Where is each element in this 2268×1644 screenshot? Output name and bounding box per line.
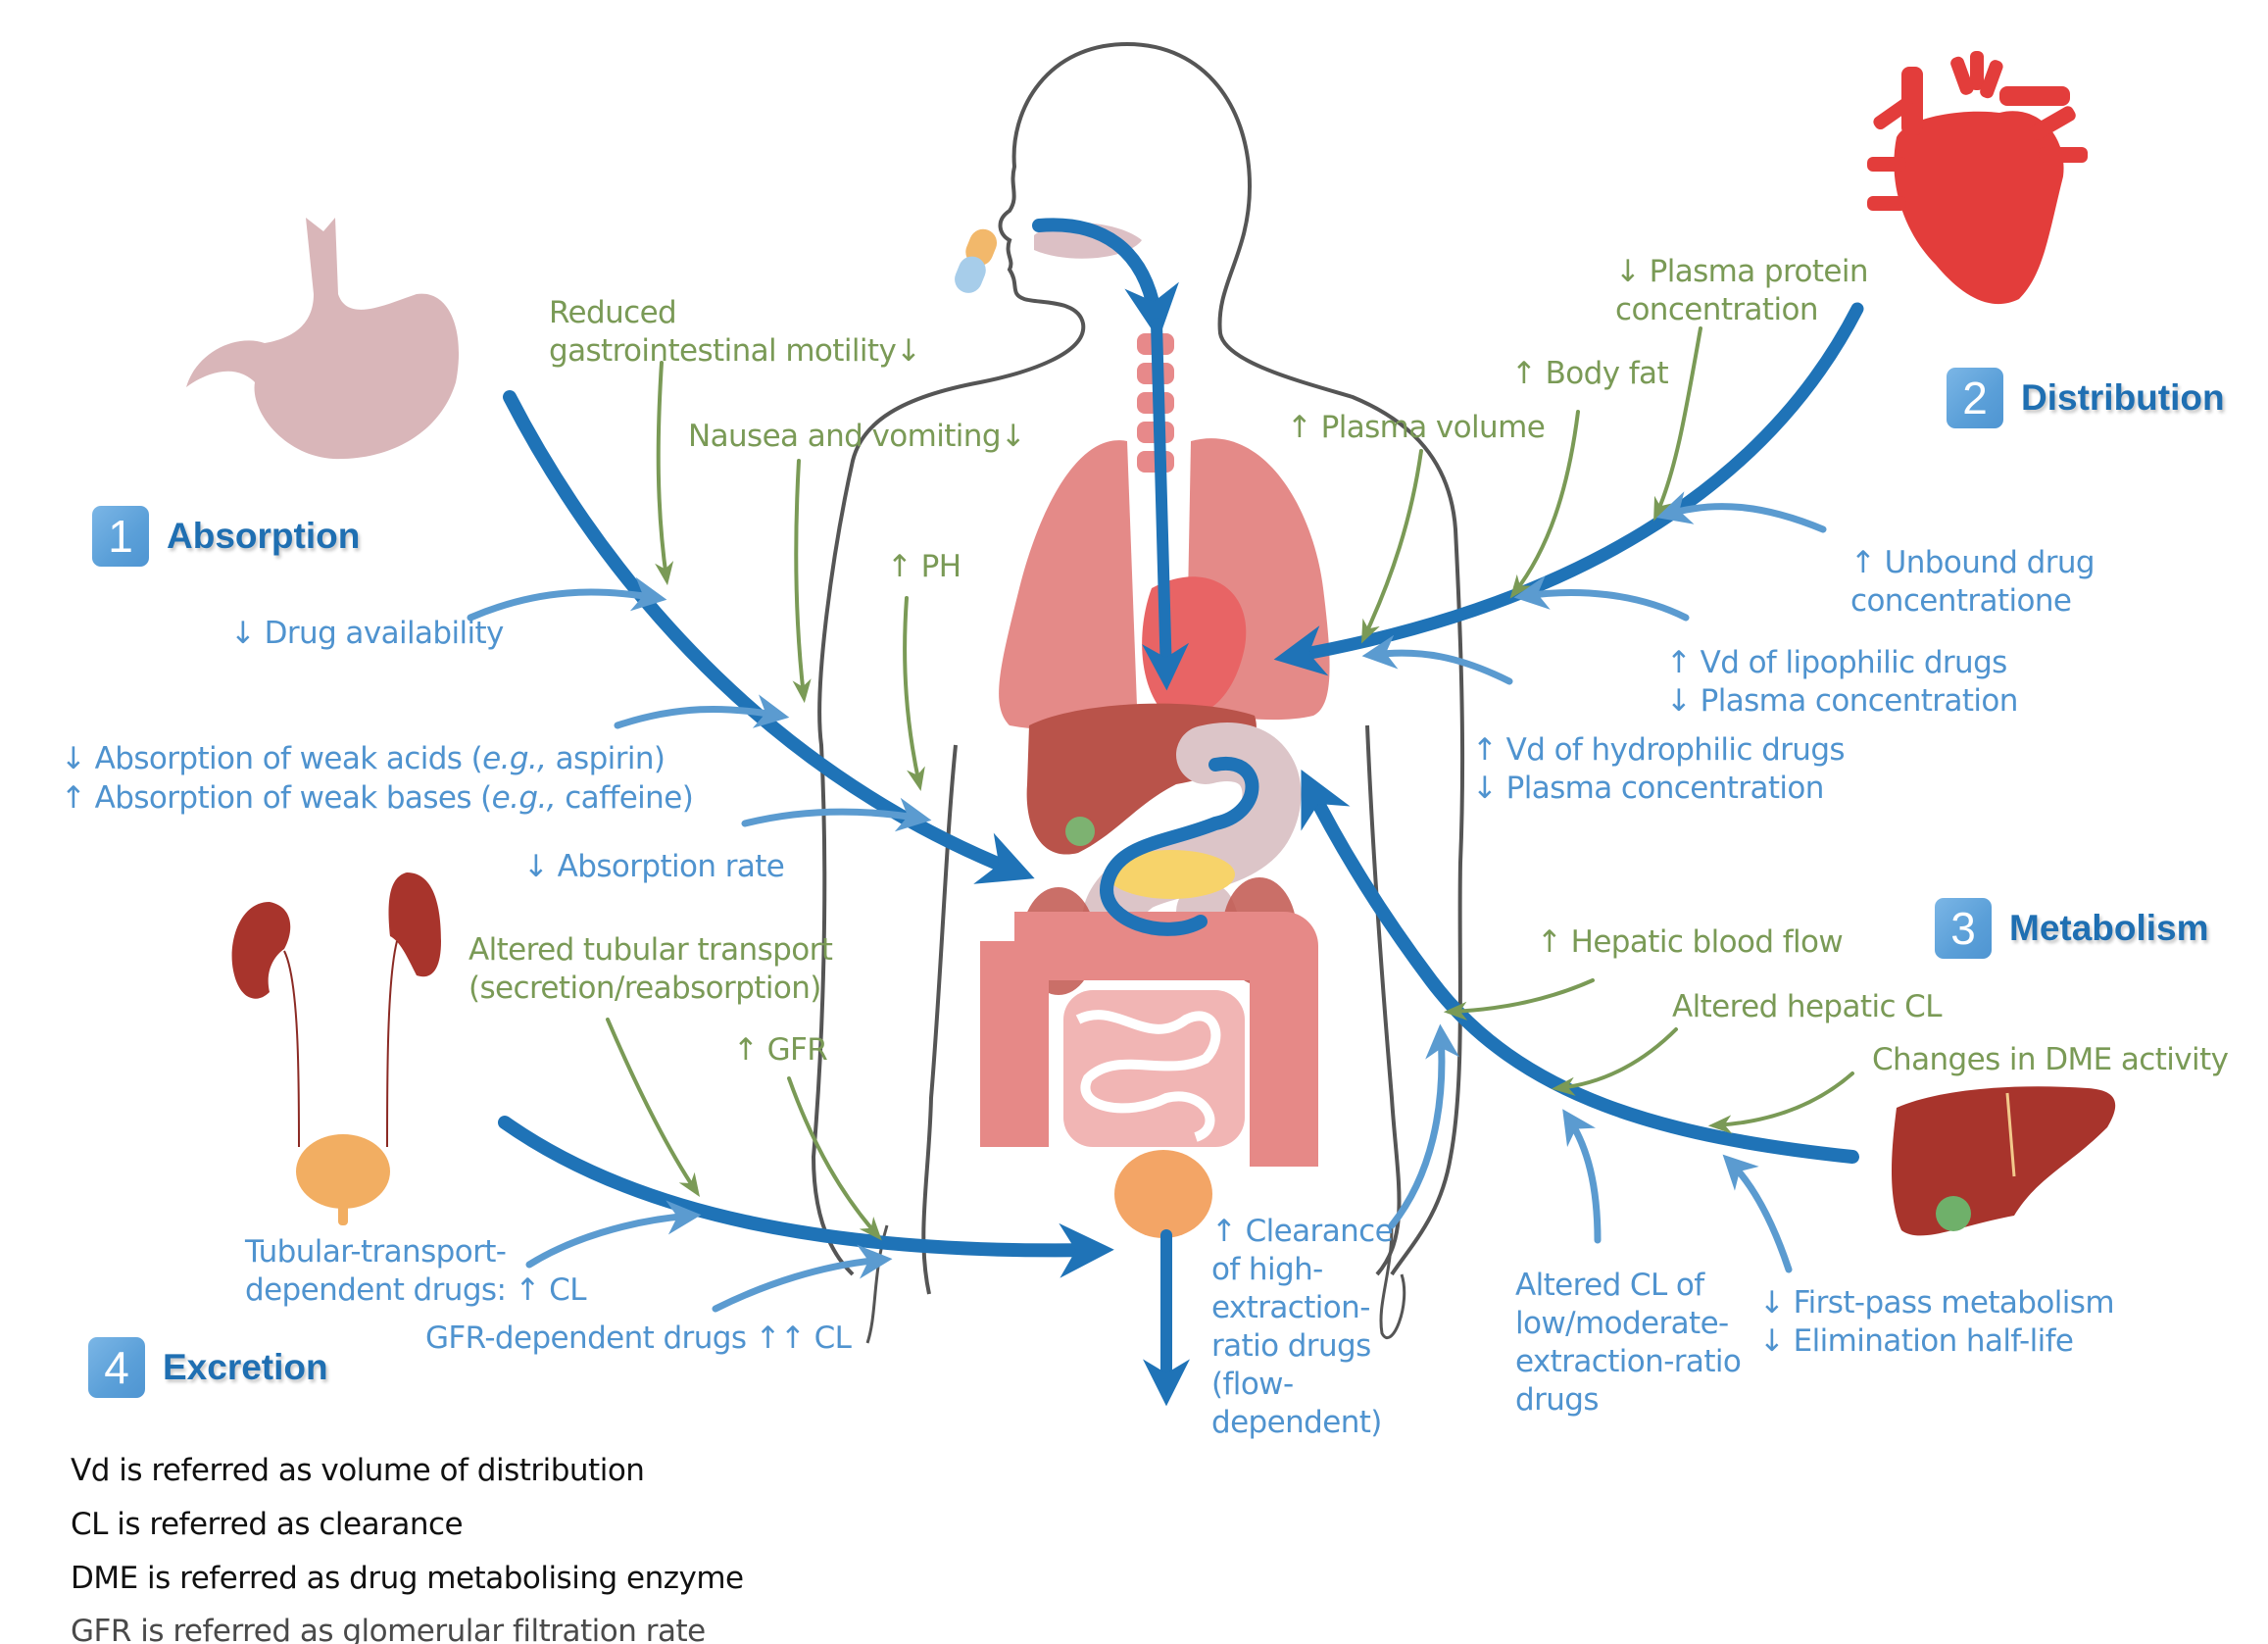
distribution-main-arrow (1273, 302, 1864, 676)
small-intestine-coils (1075, 1010, 1221, 1142)
ingestion-arrow (1032, 218, 1179, 340)
effect-altered-cl-low-er: Altered CL of low/moderate- extraction-r… (1515, 1268, 1742, 1418)
effect-gfr-dependent-cl: GFR-dependent drugs ↑↑ CL (425, 1320, 852, 1356)
section-distribution: 2 Distribution (1947, 368, 2225, 428)
hepatic-blood-flow-arrow (1443, 978, 1595, 1021)
effect-unbound-drug: ↑ Unbound drug concentratione (1850, 545, 2095, 619)
badge-number: 3 (1935, 898, 1992, 959)
section-metabolism: 3 Metabolism (1935, 898, 2209, 959)
effect-tubular-dependent-cl: Tubular-transport- dependent drugs: ↑ CL (245, 1234, 587, 1308)
pancreas (1108, 850, 1235, 899)
left-lung (999, 440, 1137, 729)
tubular-transport-arrow (606, 1018, 700, 1197)
legend-cl: CL is referred as clearance (71, 1507, 464, 1542)
kidneys-bladder-icon (231, 872, 441, 1225)
effect-vd-hydrophilic: ↑ Vd of hydrophilic drugs ↓ Plasma conce… (1472, 732, 1846, 806)
text: caffeine) (555, 780, 694, 816)
liver-icon (1892, 1086, 2116, 1236)
gallbladder-in-body (1065, 817, 1095, 846)
effect-first-pass: ↓ First-pass metabolism ↓ Elimination ha… (1759, 1285, 2115, 1359)
factor-tubular-transport: Altered tubular transport (secretion/rea… (468, 932, 833, 1006)
vd-hydrophilic-arrow (1361, 634, 1513, 685)
plasma-volume-arrow (1360, 449, 1423, 644)
large-intestine (980, 912, 1318, 1167)
effect-absorption-rate: ↓ Absorption rate (523, 849, 785, 884)
text-italic: e.g., (491, 780, 557, 816)
badge-number: 1 (92, 506, 149, 567)
tubular-cl-arrow (525, 1200, 702, 1269)
factor-altered-hepatic-cl: Altered hepatic CL (1672, 989, 1942, 1024)
badge-number: 4 (88, 1337, 145, 1398)
factor-body-fat: ↑ Body fat (1511, 356, 1669, 391)
section-title: Metabolism (2009, 908, 2209, 948)
first-pass-arrow (1722, 1154, 1793, 1273)
text-italic: e.g., (482, 741, 547, 776)
oesophagus-arrow (1142, 318, 1190, 691)
section-excretion: 4 Excretion (88, 1337, 328, 1398)
text: ↑ Absorption of weak bases ( (61, 780, 492, 816)
factor-dme-activity: Changes in DME activity (1872, 1042, 2229, 1077)
section-absorption: 1 Absorption (92, 506, 360, 567)
effect-weak-bases: ↑ Absorption of weak bases (e.g., caffei… (61, 779, 694, 818)
absorption-rate-arrow (741, 797, 932, 832)
factor-plasma-volume: ↑ Plasma volume (1287, 410, 1546, 445)
section-title: Distribution (2021, 377, 2225, 418)
effect-clearance-high-er: ↑ Clearance of high- extraction- ratio d… (1211, 1214, 1394, 1440)
factor-nausea-vomiting: Nausea and vomiting↓ (688, 419, 1026, 454)
heart-icon (1867, 51, 2088, 305)
dme-activity-arrow (1707, 1071, 1854, 1134)
effect-weak-acids: ↓ Absorption of weak acids (e.g., aspiri… (61, 740, 666, 778)
nausea-arrow (792, 459, 812, 704)
factor-plasma-protein: ↓ Plasma protein concentration (1615, 254, 1869, 327)
factor-hepatic-blood-flow: ↑ Hepatic blood flow (1537, 924, 1844, 960)
right-hand (1379, 1224, 1406, 1340)
section-title: Excretion (163, 1347, 328, 1387)
text: aspirin) (546, 741, 666, 776)
effect-vd-lipophilic: ↑ Vd of lipophilic drugs ↓ Plasma concen… (1666, 645, 2018, 719)
text: ↓ Absorption of weak acids ( (61, 741, 483, 776)
section-title: Absorption (167, 516, 361, 556)
motility-arrow (655, 361, 674, 586)
gfr-cl-arrow (712, 1244, 893, 1313)
weak-acids-arrow (614, 694, 790, 729)
right-arm-inner (1365, 724, 1402, 1276)
vd-lipophilic-arrow (1513, 575, 1690, 622)
effect-drug-availability: ↓ Drug availability (230, 616, 504, 651)
human-body-outline (811, 42, 1465, 1276)
unbound-drug-arrow (1655, 491, 1827, 533)
clearance-high-er-arrow (1388, 1023, 1460, 1229)
factor-ph: ↑ PH (887, 549, 961, 584)
legend-gfr: GFR is referred as glomerular filtration… (71, 1614, 706, 1644)
legend-vd: Vd is referred as volume of distribution (71, 1453, 645, 1488)
factor-gfr: ↑ GFR (733, 1032, 828, 1068)
ph-arrow (903, 596, 925, 792)
excretion-main-arrow (498, 1116, 1114, 1278)
hepatic-cl-arrow (1551, 1027, 1678, 1096)
gfr-arrow (787, 1076, 882, 1241)
stomach-icon (186, 218, 460, 460)
bladder-in-body (1114, 1150, 1212, 1238)
factor-reduced-gi-motility: Reduced gastrointestinal motility↓ (549, 295, 921, 369)
drug-availability-arrow (467, 576, 667, 622)
legend-dme: DME is referred as drug metabolising enz… (71, 1561, 744, 1596)
altered-cl-low-er-arrow (1562, 1109, 1602, 1244)
badge-number: 2 (1947, 368, 2003, 428)
pill-icon (955, 228, 998, 293)
gi-tract-arrow (1100, 756, 1259, 936)
